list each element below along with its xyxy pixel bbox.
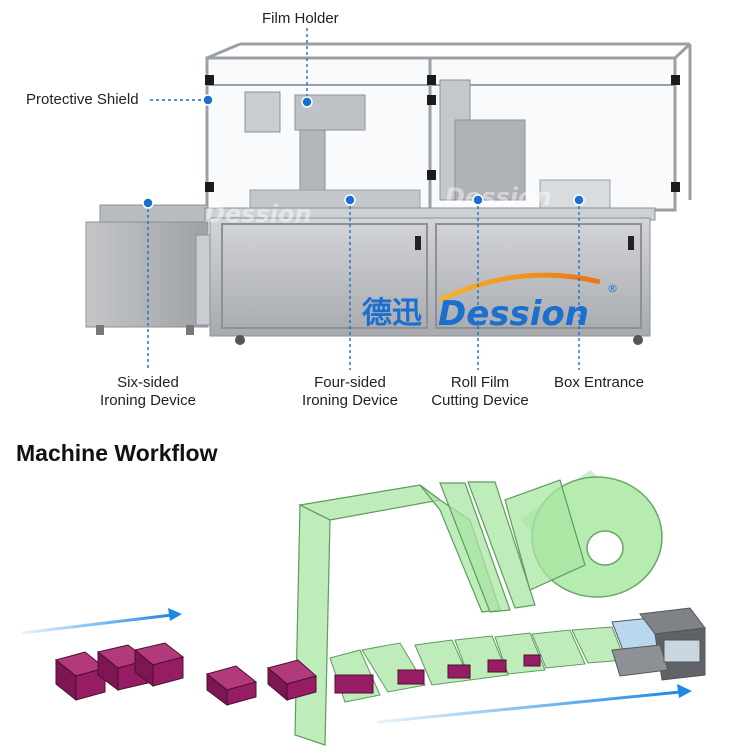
callout-dot-four-sided [344,194,356,206]
callout-dot-protective-shield [202,94,214,106]
registered-mark: ® [607,282,618,295]
label-six-sided: Six-sided Ironing Device [86,374,210,410]
film-sleeves [329,626,626,703]
callout-dot-film-holder [301,96,313,108]
box-3 [133,642,185,688]
workflow-illustration [21,470,706,746]
workflow-title: Machine Workflow [16,440,218,466]
packaging-machine: 德迅 Dession ® Dession Dession [85,42,692,345]
brand-english: Dession [438,294,589,334]
watermark-2: Dession [445,183,552,211]
watermark: Dession [205,200,312,228]
label-six-sided-line2: Ironing Device [100,392,196,409]
label-box-entrance: Box Entrance [553,374,645,391]
six-sided-ironing-unit [85,204,211,335]
callouts [147,28,580,370]
callout-dot-box-entrance [573,194,585,206]
box-5 [266,659,318,702]
label-six-sided-line1: Six-sided [117,374,179,391]
box-1 [54,651,107,702]
inner-mechanism [244,79,611,211]
label-film-holder: Film Holder [262,10,339,27]
box-4 [205,665,258,706]
box-in-film [334,654,541,694]
film-web [294,479,586,746]
input-arrow [21,608,182,635]
label-roll-film-line2: Cutting Device [431,392,529,409]
output-arrow [377,684,692,724]
label-roll-film: Roll Film Cutting Device [418,374,542,410]
label-four-sided-line1: Four-sided [314,374,386,391]
callout-dots [142,94,585,209]
sealing-station [611,607,706,681]
product-boxes [54,642,541,706]
label-roll-film-line1: Roll Film [450,374,510,391]
shield-hinges [205,75,680,192]
callout-dot-six-sided [142,197,154,209]
brand-chinese: 德迅 [362,296,422,331]
label-protective-shield: Protective Shield [26,91,139,108]
label-four-sided: Four-sided Ironing Device [288,374,412,410]
callout-dot-roll-film [472,194,484,206]
label-four-sided-line2: Ironing Device [302,392,398,409]
brand-logo: 德迅 Dession ® [362,272,618,334]
